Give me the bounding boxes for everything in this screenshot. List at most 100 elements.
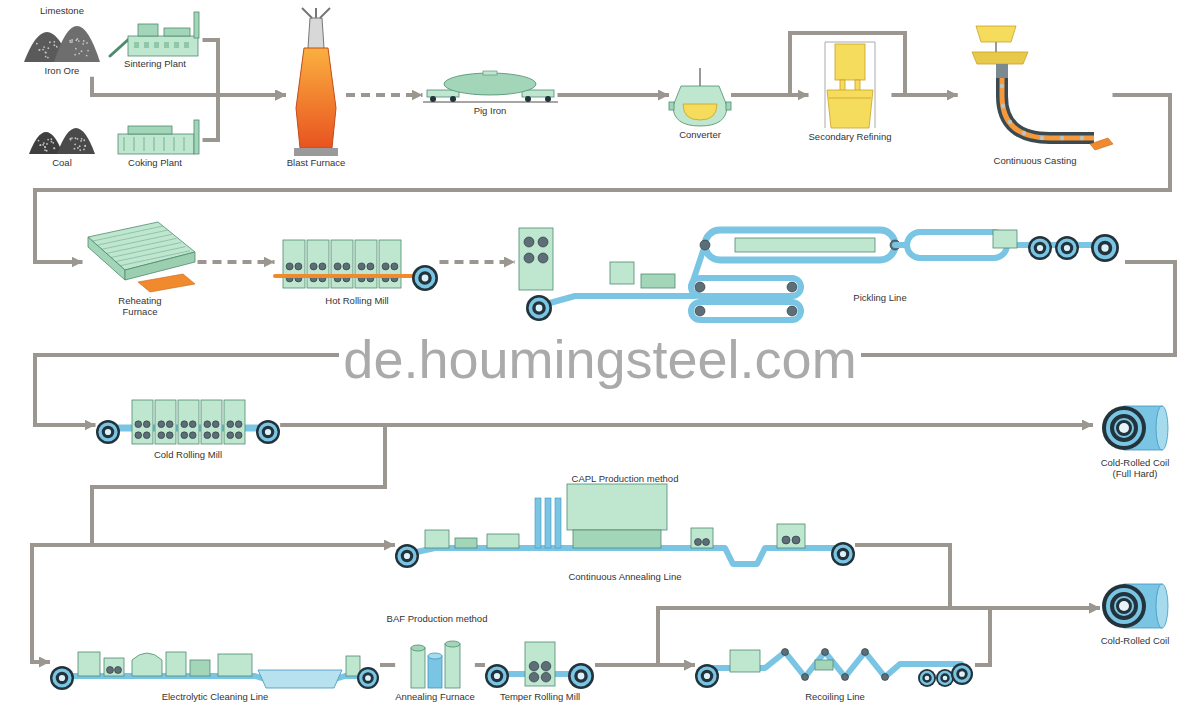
illustration-part — [428, 656, 442, 688]
illustration-part — [118, 134, 194, 154]
illustration-part — [212, 432, 219, 439]
illustration-part — [45, 56, 47, 58]
illustration-part — [976, 26, 1016, 42]
illustration-part — [166, 421, 173, 428]
illustration-part — [183, 137, 184, 151]
step-label: CAPL Production method — [572, 473, 679, 484]
illustration-part — [128, 126, 172, 134]
illustration-part — [78, 652, 100, 676]
illustration-part — [1000, 104, 1004, 108]
illustration-part — [120, 251, 190, 266]
illustration-part — [318, 263, 325, 270]
flow-arrow — [380, 663, 395, 667]
illustration-part — [1002, 78, 1094, 138]
illustration-part — [1102, 584, 1146, 628]
illustration-part — [264, 429, 270, 435]
illustration-part — [218, 654, 252, 676]
flow-arrow — [658, 545, 950, 665]
cold-mill-illustration — [96, 398, 281, 448]
illustration-part — [346, 656, 360, 676]
illustration-part — [59, 675, 65, 681]
illustration-part — [54, 26, 100, 62]
annealing-line-illustration — [395, 484, 855, 570]
illustration-part — [80, 140, 82, 142]
flow-arrow — [855, 545, 1100, 608]
illustration-part — [939, 672, 951, 684]
step-label: Secondary Refining — [809, 131, 892, 142]
step-label: Cold Rolling Mill — [154, 449, 222, 460]
illustration-part — [226, 432, 233, 439]
illustration-part — [53, 41, 55, 43]
illustration-part — [572, 667, 589, 684]
process-step: Continuous Casting — [958, 26, 1113, 166]
illustration-part — [1007, 120, 1011, 124]
illustration-part — [78, 41, 80, 43]
illustration-part — [365, 675, 371, 681]
illustration-part — [358, 263, 365, 270]
illustration-part — [235, 432, 242, 439]
illustration-part — [1032, 240, 1048, 256]
illustration-part — [641, 274, 675, 288]
illustration-part — [407, 548, 843, 564]
illustration-part — [782, 649, 789, 656]
illustration-part — [256, 420, 280, 444]
illustration-part — [86, 42, 88, 44]
illustration-part — [1115, 597, 1133, 615]
illustration-part — [163, 137, 164, 151]
illustration-part — [46, 150, 48, 152]
illustration-part — [695, 306, 705, 316]
illustration-part — [43, 142, 45, 144]
process-step: Electrolytic Cleaning Line — [50, 632, 380, 702]
illustration-part — [428, 653, 442, 659]
illustration-part — [545, 498, 551, 548]
pickling-line-illustration — [515, 222, 1125, 326]
illustration-part — [485, 664, 509, 688]
illustration-part — [44, 146, 46, 148]
illustration-part — [691, 528, 713, 548]
flow-arrow — [475, 663, 485, 667]
illustration-part — [164, 28, 190, 36]
illustration-part — [444, 73, 536, 95]
illustration-part — [1021, 131, 1025, 135]
illustration-part — [74, 143, 76, 145]
illustration-part — [194, 120, 199, 154]
illustration-part — [143, 421, 150, 428]
illustration-part — [445, 641, 460, 647]
illustration-part — [1079, 136, 1083, 140]
step-label: Cold-Rolled Coil — [1101, 635, 1170, 646]
flow-arrow — [35, 95, 1170, 262]
illustration-part — [49, 42, 51, 44]
illustration-part — [100, 424, 116, 440]
illustration-part — [1059, 240, 1075, 256]
illustration-part — [423, 101, 558, 103]
step-label: Coal — [52, 157, 72, 168]
step-label: Coking Plant — [128, 157, 182, 168]
illustration-part — [787, 282, 797, 292]
flow-arrow — [203, 95, 287, 140]
illustration-part — [71, 39, 73, 41]
process-step: Recoiling Line — [695, 632, 975, 702]
illustration-part — [50, 138, 52, 140]
illustration-part — [180, 432, 187, 439]
illustration-part — [703, 539, 710, 546]
illustration-part — [840, 551, 846, 557]
illustration-part — [38, 49, 40, 51]
illustration-part — [1119, 423, 1129, 433]
step-label: Electrolytic Cleaning Line — [162, 691, 269, 702]
illustration-part — [310, 263, 317, 270]
process-step: Temper Rolling Mill — [485, 632, 595, 702]
illustration-part — [1108, 412, 1140, 444]
illustration-part — [153, 137, 154, 151]
illustration-part — [235, 421, 242, 428]
illustration-part — [70, 139, 72, 141]
flow-arrow — [281, 423, 1094, 427]
caster-illustration — [958, 26, 1113, 154]
illustration-part — [395, 544, 419, 568]
illustration-part — [88, 237, 125, 280]
illustration-part — [47, 57, 49, 59]
illustration-part — [519, 228, 553, 290]
illustration-part — [573, 530, 661, 548]
illustration-part — [107, 667, 114, 674]
illustration-part — [918, 669, 936, 687]
process-step: Blast Furnace — [286, 8, 346, 168]
